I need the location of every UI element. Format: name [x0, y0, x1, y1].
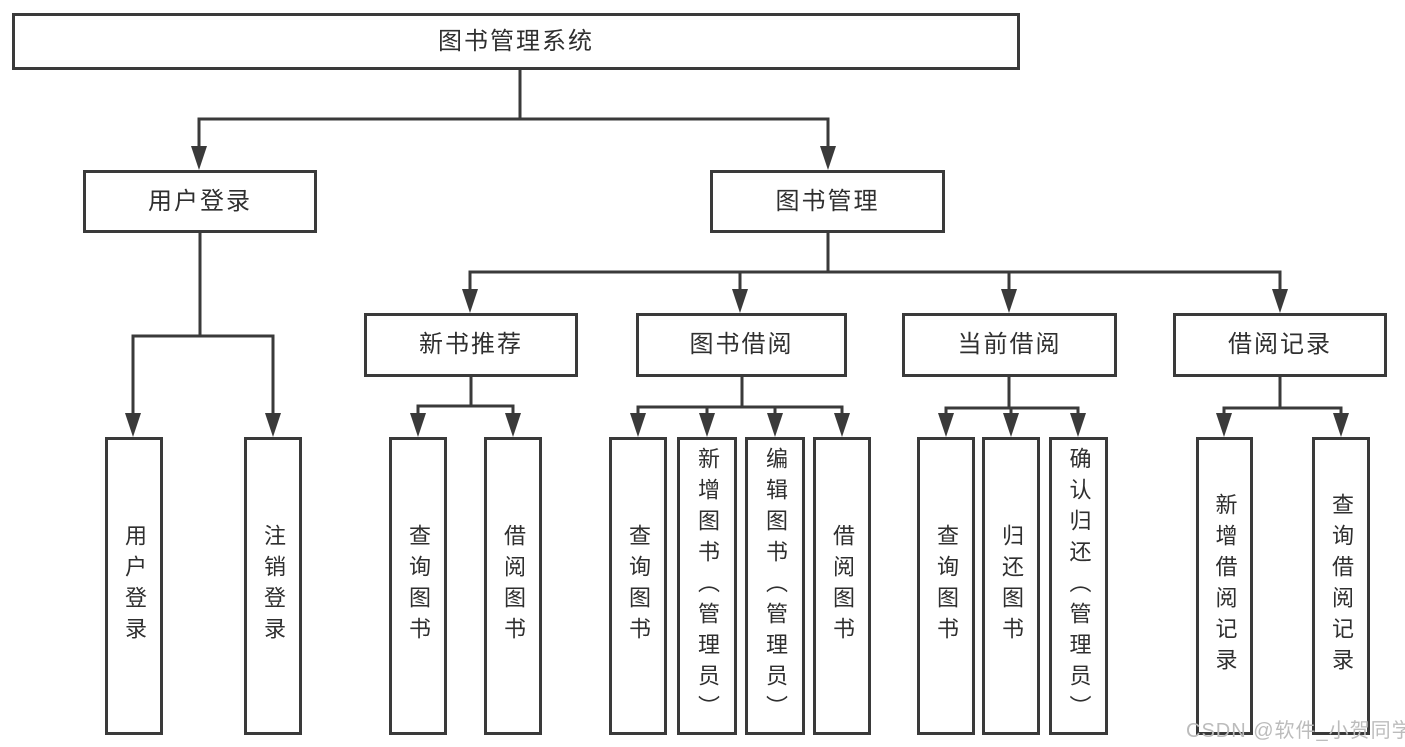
connector-user-login — [125, 233, 281, 437]
node-borrow-books-recommend: 借阅图书 — [484, 437, 542, 735]
node-library-system: 图书管理系统 — [12, 13, 1020, 70]
watermark: CSDN @软件_小贺同学 — [1186, 720, 1405, 742]
node-edit-book-admin: 编辑图书（管理员） — [745, 437, 805, 735]
connector-book-borrowing — [630, 377, 850, 437]
node-add-borrow-record: 新增借阅记录 — [1196, 437, 1253, 735]
node-query-books-borrow: 查询图书 — [609, 437, 667, 735]
node-query-books-recommend: 查询图书 — [389, 437, 447, 735]
connector-root — [191, 69, 836, 170]
node-query-books-current: 查询图书 — [917, 437, 975, 735]
connector-borrowing-records — [1216, 377, 1349, 437]
node-confirm-return-admin: 确认归还（管理员） — [1049, 437, 1108, 735]
node-borrow-books-leaf: 借阅图书 — [813, 437, 871, 735]
node-return-books: 归还图书 — [982, 437, 1040, 735]
connector-book-management — [462, 233, 1288, 313]
node-book-management: 图书管理 — [710, 170, 945, 233]
node-query-borrow-record: 查询借阅记录 — [1312, 437, 1370, 735]
node-logout-leaf: 注销登录 — [244, 437, 302, 735]
node-current-borrowing: 当前借阅 — [902, 313, 1117, 377]
connector-current-borrowing — [938, 377, 1086, 437]
node-book-borrowing: 图书借阅 — [636, 313, 847, 377]
node-add-book-admin: 新增图书（管理员） — [677, 437, 737, 735]
node-borrowing-records: 借阅记录 — [1173, 313, 1387, 377]
node-new-book-recommendation: 新书推荐 — [364, 313, 578, 377]
node-user-login-leaf: 用户登录 — [105, 437, 163, 735]
node-user-login: 用户登录 — [83, 170, 317, 233]
connector-new-book-recommendation — [410, 377, 521, 437]
